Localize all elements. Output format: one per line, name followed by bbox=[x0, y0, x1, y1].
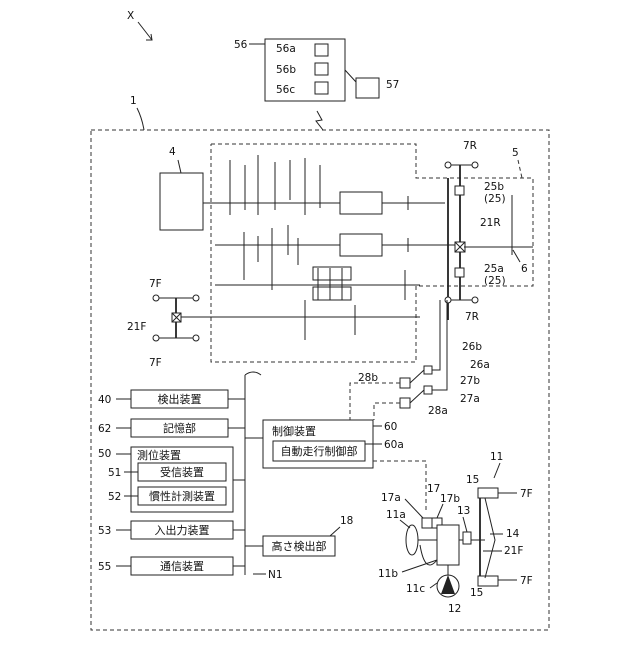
sensor-17a bbox=[422, 518, 432, 528]
label-7F-right-bottom: 7F bbox=[520, 575, 533, 587]
io-device-label: 入出力装置 bbox=[155, 523, 210, 537]
label-62: 62 bbox=[98, 423, 111, 435]
label-13: 13 bbox=[457, 505, 470, 517]
subunit-56c bbox=[315, 82, 328, 94]
receiver-device-label: 受信装置 bbox=[160, 466, 204, 479]
signal-steering bbox=[373, 461, 426, 512]
label-18: 18 bbox=[340, 515, 353, 527]
label-11b: 11b bbox=[378, 568, 398, 580]
label-17a: 17a bbox=[381, 492, 401, 504]
label-7R-top: 7R bbox=[463, 140, 477, 152]
label-60: 60 bbox=[384, 421, 397, 433]
steering-wheel-11a bbox=[406, 525, 418, 555]
label-56b: 56b bbox=[276, 64, 296, 76]
label-57: 57 bbox=[386, 79, 399, 91]
label-25b: 25b bbox=[484, 181, 504, 193]
line-26b bbox=[430, 300, 440, 370]
label-28b: 28b bbox=[358, 372, 378, 384]
label-51: 51 bbox=[108, 467, 121, 479]
autonomous-controller-label: 自動走行制御部 bbox=[281, 444, 358, 458]
label-56: 56 bbox=[234, 39, 248, 51]
positioning-device-label: 測位装置 bbox=[137, 448, 181, 462]
label-11: 11 bbox=[490, 451, 503, 463]
label-7F-right-top: 7F bbox=[520, 488, 533, 500]
direction-arrow bbox=[138, 22, 152, 40]
label-25a-paren: (25) bbox=[484, 275, 506, 287]
label-7R-bottom: 7R bbox=[465, 311, 479, 323]
label-15-top: 15 bbox=[466, 474, 479, 486]
device-57 bbox=[356, 78, 379, 98]
signal-28b bbox=[350, 383, 400, 420]
valve-27a bbox=[424, 386, 432, 394]
valve-27b bbox=[424, 366, 432, 374]
label-17: 17 bbox=[427, 483, 440, 495]
label-50: 50 bbox=[98, 448, 111, 460]
label-x: X bbox=[127, 10, 134, 22]
detection-device-label: 検出装置 bbox=[158, 392, 202, 406]
label-40: 40 bbox=[98, 394, 111, 406]
label-25b-paren: (25) bbox=[484, 193, 506, 205]
wireless-link bbox=[316, 111, 323, 130]
label-7F-left-top: 7F bbox=[149, 278, 162, 290]
label-27b: 27b bbox=[460, 375, 480, 387]
label-26b: 26b bbox=[462, 341, 482, 353]
inertial-measurement-label: 慣性計測装置 bbox=[149, 489, 215, 503]
label-17b: 17b bbox=[440, 493, 460, 505]
label-6: 6 bbox=[521, 263, 528, 275]
label-26a: 26a bbox=[470, 359, 490, 371]
actuator-28b bbox=[400, 378, 410, 388]
height-detection-label: 高さ検出部 bbox=[272, 539, 327, 553]
signal-28a bbox=[374, 403, 400, 420]
actuator-28a bbox=[400, 398, 410, 408]
label-25a: 25a bbox=[484, 263, 504, 275]
clutch-25a bbox=[455, 268, 464, 277]
subunit-56b bbox=[315, 63, 328, 75]
label-5: 5 bbox=[512, 147, 519, 159]
label-27a: 27a bbox=[460, 393, 480, 405]
label-15-bottom: 15 bbox=[470, 587, 483, 599]
label-56a: 56a bbox=[276, 43, 296, 55]
label-53: 53 bbox=[98, 525, 111, 537]
label-21F-left: 21F bbox=[127, 321, 146, 333]
label-1: 1 bbox=[130, 95, 137, 107]
label-11c: 11c bbox=[406, 583, 425, 595]
label-21R: 21R bbox=[480, 217, 501, 229]
label-11a: 11a bbox=[386, 509, 406, 521]
communication-device-label: 通信装置 bbox=[160, 560, 204, 573]
label-52: 52 bbox=[108, 491, 121, 503]
subunit-56a bbox=[315, 44, 328, 56]
control-device-label: 制御装置 bbox=[272, 424, 316, 438]
front-wheel-7F-top bbox=[478, 488, 498, 498]
label-N1: N1 bbox=[268, 569, 283, 581]
storage-unit-label: 記憶部 bbox=[163, 421, 196, 435]
actuator-13 bbox=[463, 532, 471, 544]
engine-4 bbox=[160, 173, 203, 230]
label-28a: 28a bbox=[428, 405, 448, 417]
label-14: 14 bbox=[506, 528, 520, 540]
label-55: 55 bbox=[98, 561, 111, 573]
label-60a: 60a bbox=[384, 439, 404, 451]
label-7F-left-bottom: 7F bbox=[149, 357, 162, 369]
gear-train bbox=[203, 155, 455, 340]
label-4: 4 bbox=[169, 146, 176, 158]
label-56c: 56c bbox=[276, 84, 295, 96]
steering-gear-11b bbox=[437, 525, 459, 565]
label-21F-right: 21F bbox=[504, 545, 523, 557]
front-wheel-7F-bottom bbox=[478, 576, 498, 586]
clutch-25b bbox=[455, 186, 464, 195]
label-12: 12 bbox=[448, 603, 461, 615]
